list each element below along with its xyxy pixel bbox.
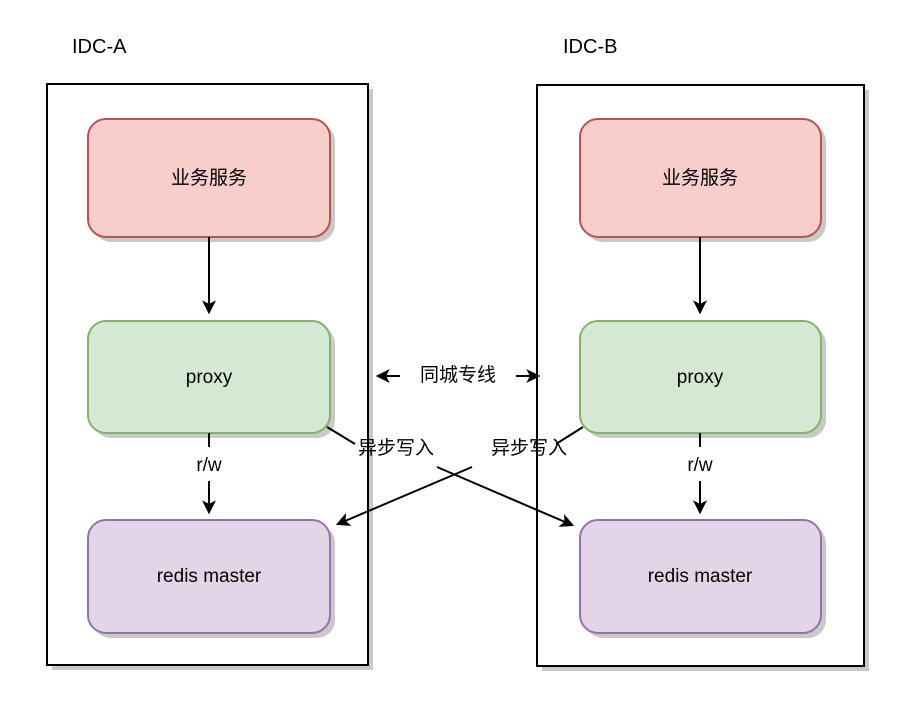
edge-async-b-to-a-seg2: [335, 466, 473, 526]
node-service-a-label: 业务服务: [171, 167, 247, 189]
node-redis-b-label: redis master: [648, 566, 753, 587]
edge-label-rw-b: r/w: [687, 455, 713, 476]
node-proxy-b-label: proxy: [677, 367, 724, 388]
edge-async-a-to-b-seg2: [436, 466, 575, 527]
zone-title-idc-b: IDC-B: [563, 36, 617, 58]
zone-title-idc-a: IDC-A: [72, 36, 127, 58]
node-proxy-a-label: proxy: [186, 367, 233, 388]
node-redis-a[interactable]: [87, 519, 331, 634]
node-redis-a-label: redis master: [157, 566, 262, 587]
node-service-b-label: 业务服务: [662, 167, 738, 189]
edge-label-rw-a: r/w: [196, 455, 222, 476]
edge-async-a-to-b-seg1: [326, 426, 356, 445]
edge-label-async-write-left: 异步写入: [358, 437, 434, 459]
node-redis-b[interactable]: [579, 519, 822, 634]
edge-label-dedicated-line: 同城专线: [420, 364, 496, 386]
edge-label-async-write-right: 异步写入: [491, 437, 567, 459]
edge-async-b-to-a-seg1: [555, 426, 584, 445]
